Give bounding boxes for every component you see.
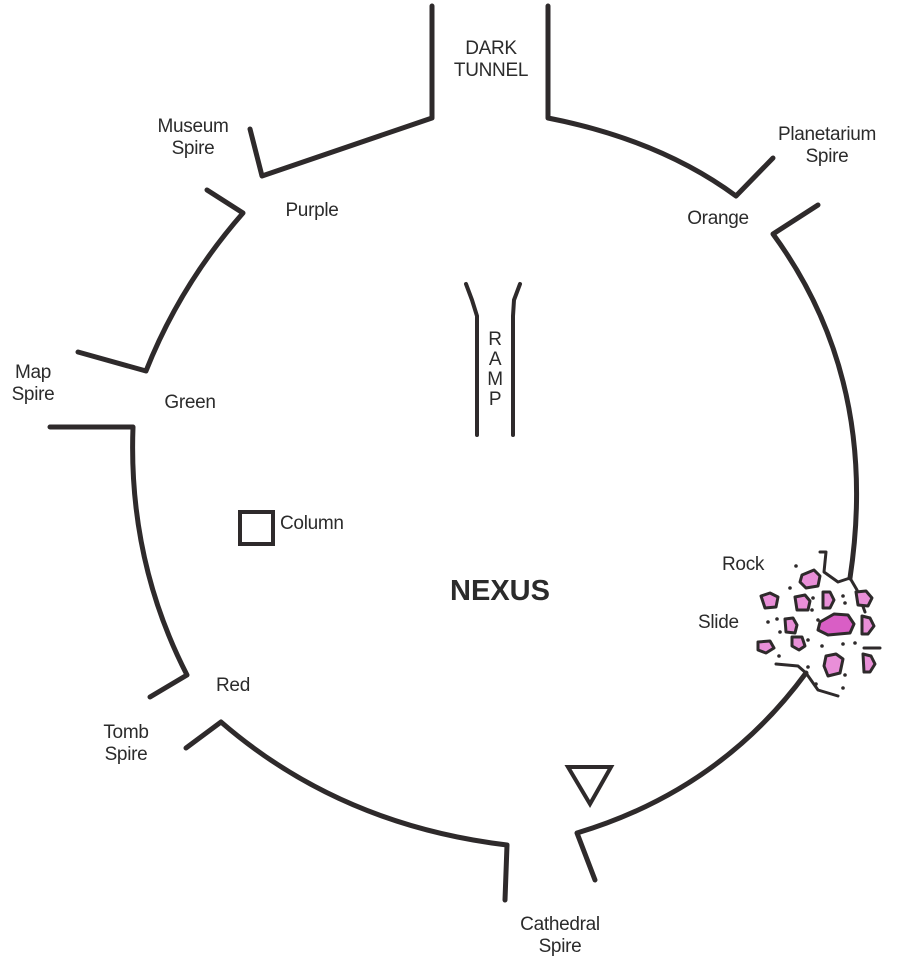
rock-label-text: Rock [722, 554, 765, 575]
green-gate-label-text: Green [164, 392, 216, 413]
pebble [810, 608, 814, 612]
pebble [841, 686, 845, 690]
green-gate-label: Green [150, 392, 230, 414]
pebble [841, 594, 845, 598]
cathedral-spire-label-line2: Spire [538, 936, 582, 957]
tomb-spire-label: Tomb Spire [90, 722, 162, 766]
pebble [806, 665, 810, 669]
pebble [841, 642, 845, 646]
column-icon [238, 510, 275, 546]
planetarium-spire-label: Planetarium Spire [762, 124, 892, 168]
cathedral-spire-label-line1: Cathedral [520, 914, 600, 935]
dark-tunnel-right-wall [545, 3, 776, 199]
column-label-text: Column [280, 513, 344, 534]
dark-tunnel-label-line1: DARK [465, 38, 517, 59]
rock [783, 616, 799, 635]
rock [793, 593, 812, 612]
pebble [806, 638, 810, 642]
pebble [816, 618, 820, 622]
pebble [794, 564, 798, 568]
rock [756, 639, 776, 655]
rock [798, 568, 822, 590]
ramp-right-wall [511, 282, 522, 437]
planetarium-spire-label-line1: Planetarium [777, 124, 877, 145]
rock [822, 652, 845, 678]
tomb-spire-label-line2: Spire [104, 744, 148, 765]
map-spire-label-line1: Map [14, 362, 52, 383]
rockslide-edge-bottom [774, 662, 840, 698]
wall-cathedral-rockslide [574, 670, 809, 883]
rock [821, 590, 836, 610]
museum-spire-label-line2: Spire [171, 138, 215, 159]
ramp-letter: P [488, 389, 502, 410]
rock-label: Rock [722, 554, 782, 576]
ramp-left-wall [464, 282, 479, 437]
ramp-letter: M [487, 369, 503, 390]
rock [861, 652, 877, 674]
orange-gate-label-text: Orange [687, 208, 749, 229]
slide-label-text: Slide [698, 612, 739, 633]
cathedral-spire-label: Cathedral Spire [500, 914, 620, 958]
pebble [788, 586, 792, 590]
orange-gate-label: Orange [673, 208, 763, 230]
purple-gate-label: Purple [272, 200, 352, 222]
slide-label: Slide [698, 612, 758, 634]
ramp-label: R A M P [485, 330, 505, 410]
purple-gate-label-text: Purple [285, 200, 339, 221]
dark-tunnel-label: DARK TUNNEL [446, 38, 536, 82]
rock-large [816, 612, 856, 637]
red-gate-label: Red [205, 675, 261, 697]
dark-tunnel-left-wall [247, 3, 435, 179]
rock [854, 589, 874, 608]
wall-purple-green [75, 187, 246, 374]
wall-green-red [47, 424, 190, 700]
pebble [775, 617, 779, 621]
pebble [843, 673, 847, 677]
pebble [777, 654, 781, 658]
triangle-marker-icon [564, 765, 615, 808]
pebble [853, 641, 857, 645]
map-title: NEXUS [420, 575, 580, 607]
rockslide-edge-top [818, 550, 867, 614]
wall-orange-rockslide [770, 202, 860, 581]
ramp-letter: A [488, 349, 502, 370]
column-label: Column [280, 513, 362, 535]
museum-spire-label: Museum Spire [138, 116, 248, 160]
pebble [820, 644, 824, 648]
red-gate-label-text: Red [216, 675, 250, 696]
planetarium-spire-label-line2: Spire [805, 146, 849, 167]
rock-slide [756, 564, 877, 690]
pebble [843, 601, 847, 605]
wall-red-cathedral [183, 719, 510, 903]
tomb-spire-label-line1: Tomb [103, 722, 149, 743]
rock [790, 635, 807, 652]
pebble [814, 682, 818, 686]
map-title-text: NEXUS [450, 575, 550, 607]
dark-tunnel-label-line2: TUNNEL [453, 60, 529, 81]
pebble [811, 596, 815, 600]
map-spire-label: Map Spire [2, 362, 64, 406]
rock [759, 591, 780, 610]
museum-spire-label-line1: Museum [157, 116, 229, 137]
pebble [766, 620, 770, 624]
pebble [778, 630, 782, 634]
ramp-letter: R [488, 329, 502, 350]
map-spire-label-line2: Spire [11, 384, 55, 405]
rock [860, 614, 876, 636]
